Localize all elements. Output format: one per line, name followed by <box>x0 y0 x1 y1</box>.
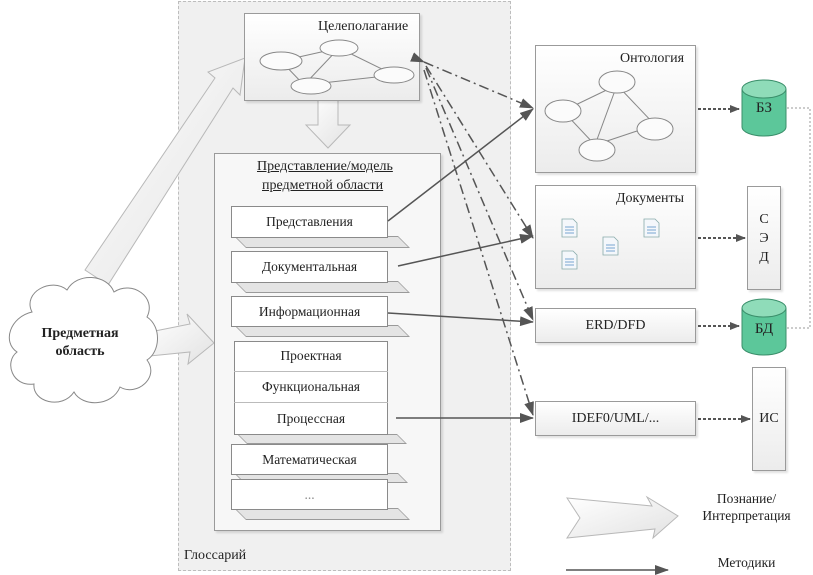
goal-setting-title: Целеполагание <box>318 19 409 34</box>
model-item-project[interactable]: Проектная <box>234 341 388 372</box>
legend-cognition: Познание/ Интерпретация <box>680 490 813 524</box>
method-arrow-ontology <box>387 108 534 222</box>
cognition-arrow-goal <box>84 57 246 286</box>
legend-block-arrow <box>566 495 679 540</box>
method-arrow-erd <box>387 312 534 327</box>
subject-area-label: Предметная область <box>15 325 145 361</box>
model-item-process[interactable]: Процессная <box>276 410 346 426</box>
model-panel-title-1: Представление/модель <box>257 159 393 174</box>
method-arrow-documents <box>397 233 534 267</box>
subject-area-line2: область <box>55 344 105 359</box>
model-item-mathematical[interactable]: Математическая <box>231 444 388 475</box>
db-cylinder[interactable] <box>741 298 787 356</box>
model-item-documentary[interactable]: Документальная <box>231 251 388 283</box>
kb-db-link <box>787 107 811 329</box>
edms-char: Э <box>759 230 769 246</box>
legend-cognition-line2: Интерпретация <box>702 508 791 523</box>
goal-link-idef <box>423 69 534 416</box>
goal-link-documents <box>425 65 534 239</box>
model-item-functional[interactable]: Функциональная <box>234 372 388 403</box>
goal-link-erd <box>425 67 534 321</box>
kb-cylinder[interactable] <box>741 79 787 137</box>
edms-char: С <box>759 211 769 227</box>
erd-dfd-label: ERD/DFD <box>585 317 646 333</box>
document-icons <box>561 218 660 270</box>
cognition-arrow-model <box>304 99 352 149</box>
ontology-graph <box>544 70 674 162</box>
cognition-arrow-panel <box>149 313 215 366</box>
edms-char: Д <box>759 249 769 265</box>
goal-setting-graph <box>259 39 415 95</box>
document-icon <box>561 218 660 270</box>
erd-dfd-box[interactable]: ERD/DFD <box>535 308 696 343</box>
legend-methods: Методики <box>717 555 776 570</box>
db-label: БД <box>754 320 774 337</box>
model-item-more[interactable]: ... <box>231 479 388 510</box>
kb-label: БЗ <box>755 99 773 116</box>
glossary-label: Глоссарий <box>184 548 247 563</box>
idef-label: IDEF0/UML/... <box>571 410 660 426</box>
model-item-informational[interactable]: Информационная <box>231 296 388 327</box>
model-group <box>234 341 388 435</box>
model-item-representations[interactable]: Представления <box>231 206 388 238</box>
documents-title: Документы <box>616 191 685 206</box>
model-panel-title-2: предметной области <box>262 178 384 193</box>
is-box[interactable]: ИС <box>752 367 786 471</box>
ontology-title: Онтология <box>620 51 685 66</box>
goal-link-ontology <box>410 52 534 109</box>
subject-area-line1: Предметная <box>41 326 119 341</box>
legend-cognition-line1: Познание/ <box>716 491 777 506</box>
idef-box[interactable]: IDEF0/UML/... <box>535 401 696 436</box>
is-label: ИС <box>759 411 779 426</box>
subject-area-cloud <box>8 277 158 404</box>
edms-box[interactable]: С Э Д <box>747 186 781 290</box>
